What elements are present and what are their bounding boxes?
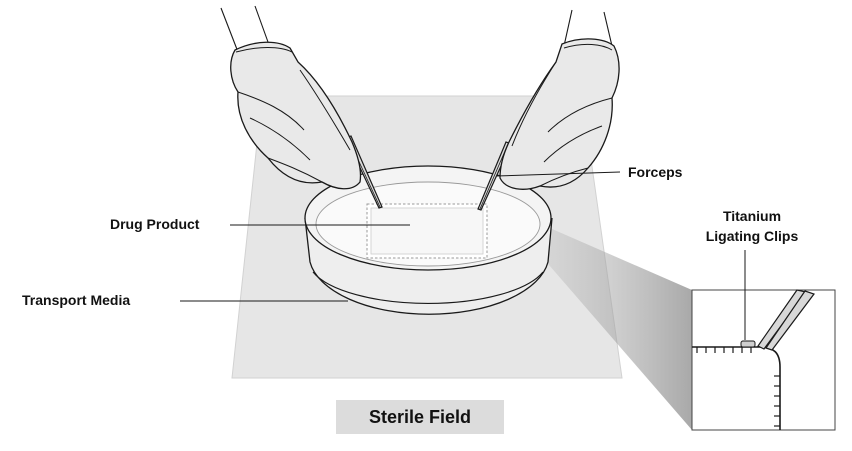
leader-lines [180, 171, 746, 340]
label-titanium-line1: Titanium [722, 208, 782, 224]
label-titanium-ligating-clips: Titanium Ligating Clips [682, 206, 822, 246]
label-sterile-field: Sterile Field [336, 400, 504, 434]
gloved-hand-icon [220, 5, 362, 190]
gloved-hand-icon [499, 9, 620, 190]
transport-media-level [312, 271, 544, 304]
drug-product-patch [366, 203, 488, 259]
clip-icon [740, 340, 756, 348]
label-transport-media: Transport Media [22, 292, 131, 308]
label-drug-product: Drug Product [110, 216, 200, 232]
label-forceps: Forceps [628, 164, 683, 180]
label-titanium-line2: Ligating Clips [705, 228, 799, 244]
zoom-inset [691, 289, 836, 431]
